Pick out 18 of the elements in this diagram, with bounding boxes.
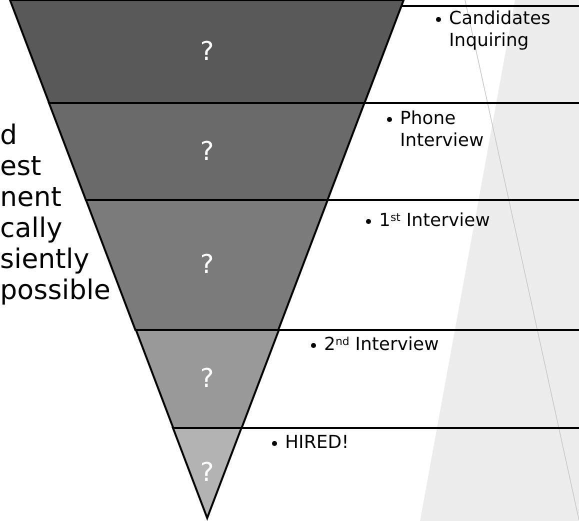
step-label: 1$^{st}$ Interview: [379, 210, 490, 232]
step-label: HIRED!: [285, 432, 349, 454]
paragraph-line: nent: [0, 182, 62, 213]
question-mark: ?: [200, 38, 214, 64]
paragraph-line: d: [0, 120, 18, 151]
paragraph-line: cally: [0, 213, 64, 244]
step-label: Phone Interview: [400, 108, 485, 152]
paragraph-line: siently: [0, 244, 90, 275]
step-label: Candidates Inquiring: [449, 8, 552, 52]
question-mark: ?: [200, 138, 214, 164]
funnel-band: [10, 0, 404, 103]
funnel-band: [172, 428, 242, 518]
question-mark: ?: [200, 252, 214, 278]
paragraph-line: possible: [0, 275, 111, 306]
paragraph-line: est: [0, 151, 42, 182]
question-mark: ?: [200, 460, 214, 486]
question-mark: ?: [200, 366, 214, 392]
step-label: 2$^{nd}$ Interview: [324, 334, 439, 356]
